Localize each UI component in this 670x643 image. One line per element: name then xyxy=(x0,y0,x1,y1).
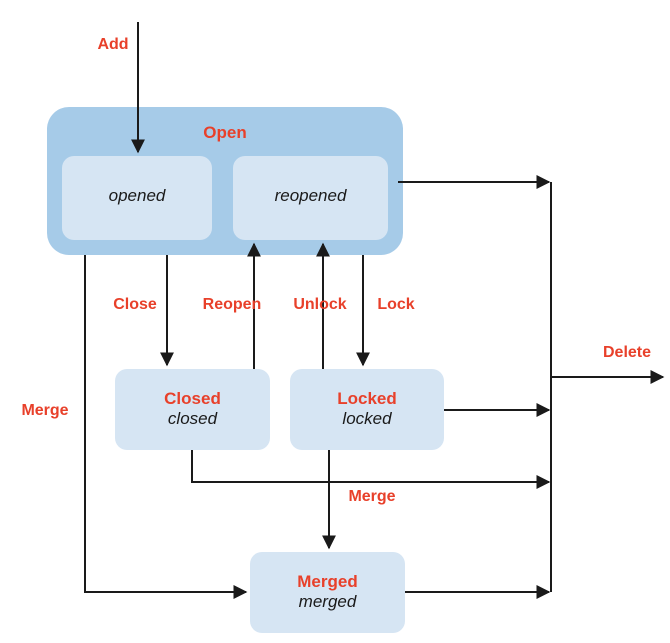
state-box-closed xyxy=(115,369,270,450)
state-box-reopened xyxy=(233,156,388,240)
edge-merge-open xyxy=(84,255,248,599)
open-group-title: Open xyxy=(203,123,247,142)
state-box-merged xyxy=(250,552,405,633)
edge-closed-to-delete xyxy=(191,450,551,489)
state-box-locked xyxy=(290,369,444,450)
state-box-opened xyxy=(62,156,212,240)
